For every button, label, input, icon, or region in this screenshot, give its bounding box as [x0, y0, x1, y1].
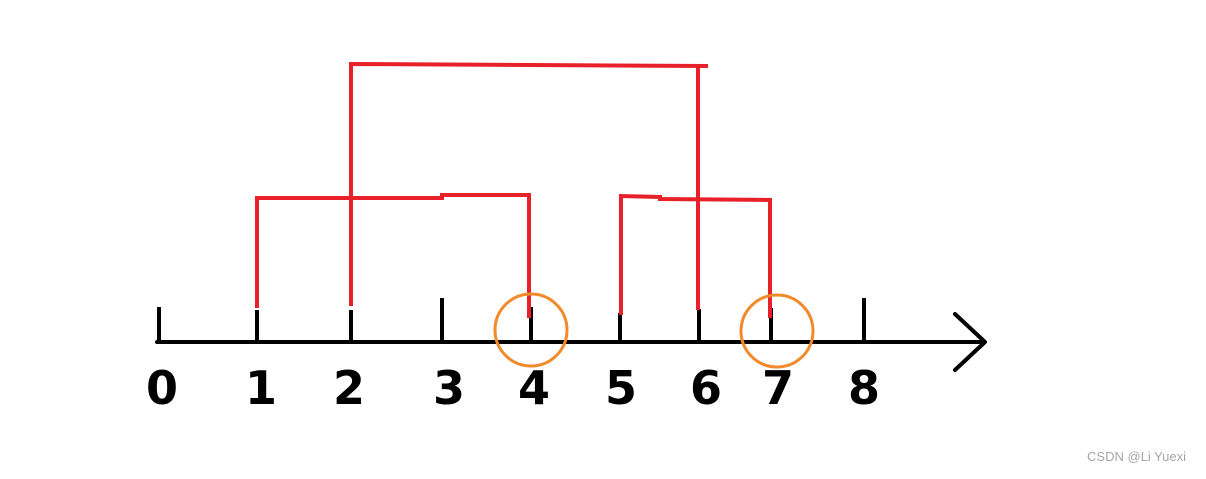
tick-label-2: 2	[333, 361, 365, 415]
tick-label-3: 3	[433, 361, 465, 415]
tick-label-1: 1	[245, 361, 277, 415]
link-5-7	[619, 193, 772, 318]
tick-label-7: 7	[762, 361, 794, 415]
tick-label-8: 8	[848, 361, 880, 415]
tick-label-5: 5	[605, 361, 637, 415]
highlight-circle-7	[739, 293, 815, 369]
tick-label-0: 0	[146, 361, 178, 415]
connection-brackets	[255, 61, 772, 318]
highlight-circle-4	[493, 292, 569, 368]
link-2-6	[349, 61, 709, 306]
tick-label-4: 4	[518, 361, 550, 415]
axis-arrow-icon	[953, 312, 987, 372]
link-1-4	[255, 193, 531, 318]
tick-label-6: 6	[690, 361, 722, 415]
watermark: CSDN @Li Yuexi	[1087, 449, 1186, 464]
